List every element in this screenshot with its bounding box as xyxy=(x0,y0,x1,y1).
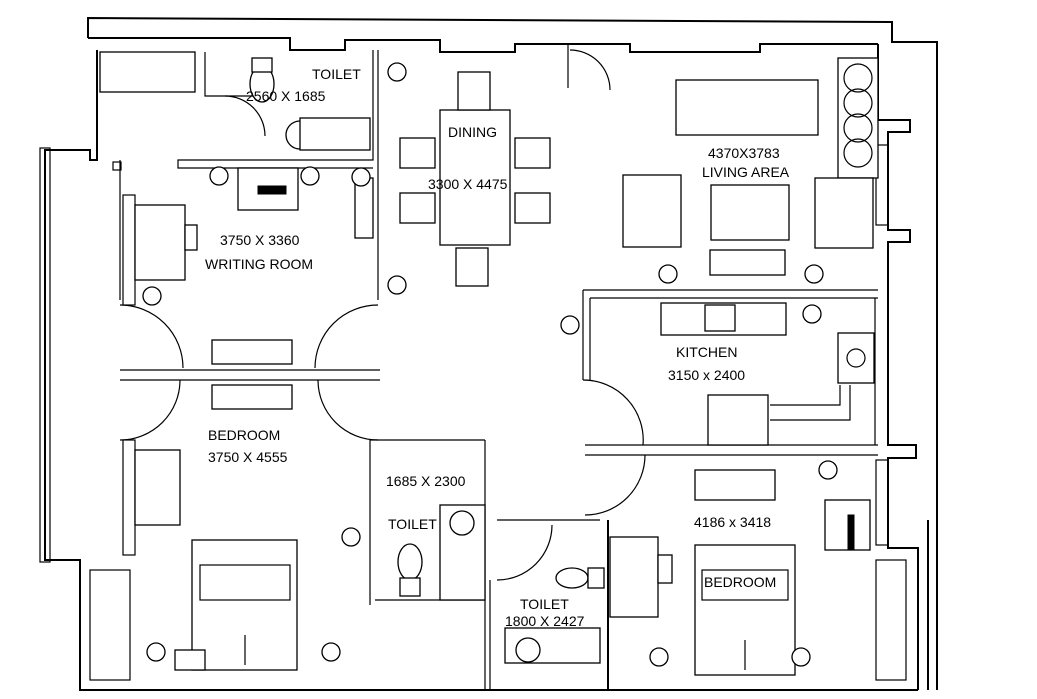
right-bedroom-furniture xyxy=(609,469,871,676)
living-size: 4370X3783 xyxy=(708,145,780,161)
column-markers xyxy=(142,62,838,667)
bedroom-right-name: BEDROOM xyxy=(704,574,776,590)
door-swings xyxy=(119,49,646,581)
kitchen-size: 3150 x 2400 xyxy=(668,367,745,383)
bedroom-left-size: 3750 X 4555 xyxy=(208,449,288,465)
dining-name: DINING xyxy=(448,124,497,140)
kitchen-furniture xyxy=(660,302,875,446)
room-labels: TOILET 2560 X 1685 DINING 3300 X 4475 43… xyxy=(205,66,790,629)
dining-size: 3300 X 4475 xyxy=(428,176,508,192)
toilet-top-size: 2560 X 1685 xyxy=(246,88,326,104)
toilet-top-name: TOILET xyxy=(312,66,361,82)
bedroom-left-name: BEDROOM xyxy=(208,427,280,443)
kitchen-name: KITCHEN xyxy=(676,344,737,360)
toilet-mid-name: TOILET xyxy=(388,516,437,532)
living-furniture xyxy=(622,57,879,276)
bedroom-right-size: 4186 x 3418 xyxy=(694,514,771,530)
writing-room-furniture xyxy=(99,51,374,410)
toilet-bottom-name: TOILET xyxy=(520,596,569,612)
dining-furniture xyxy=(399,71,551,287)
top-toilet-fixtures xyxy=(249,57,371,151)
toilet-mid-size: 1685 X 2300 xyxy=(386,473,466,489)
left-bedroom-furniture xyxy=(134,449,298,671)
writing-size: 3750 X 3360 xyxy=(220,232,300,248)
writing-name: WRITING ROOM xyxy=(205,256,313,272)
toilet-bottom-size: 1800 X 2427 xyxy=(505,613,585,629)
bottom-toilet-fixtures xyxy=(504,567,605,664)
living-name: LIVING AREA xyxy=(702,164,790,180)
middle-toilet-fixtures xyxy=(397,504,486,601)
